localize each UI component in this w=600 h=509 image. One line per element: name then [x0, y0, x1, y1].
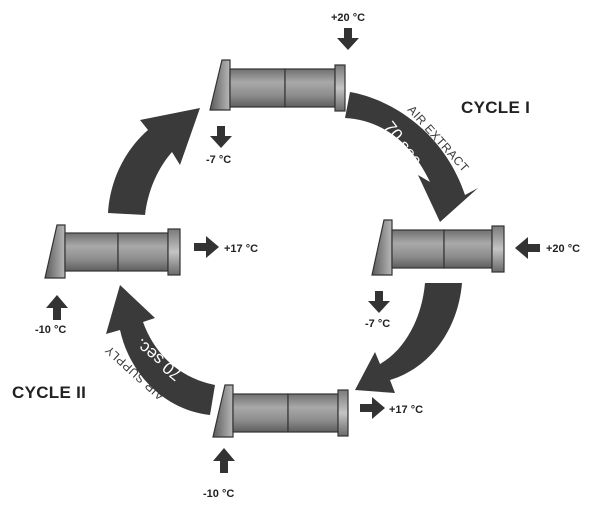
unit-left — [44, 224, 181, 279]
arrow-right-icon — [194, 236, 219, 258]
left-inside-temp: +17 °C — [224, 243, 258, 255]
bottom-inside-temp: +17 °C — [389, 404, 423, 416]
arrow-left-to-top — [108, 108, 200, 215]
unit-right — [371, 219, 505, 276]
arrow-right-to-bottom — [355, 283, 462, 393]
arrow-left-icon — [515, 237, 540, 259]
arrow-up-icon — [213, 448, 235, 473]
cycle1-title: CYCLE I — [461, 98, 530, 117]
unit-top — [209, 59, 346, 112]
arrow-down-icon — [337, 28, 359, 50]
arrow-up-icon — [46, 295, 68, 320]
arrow-right-icon — [360, 397, 385, 419]
top-inside-temp: +20 °C — [331, 12, 365, 24]
arrow-down-icon — [368, 291, 390, 313]
right-inside-temp: +20 °C — [546, 243, 580, 255]
top-outside-temp: -7 °C — [206, 154, 231, 166]
unit-bottom — [212, 384, 349, 438]
arrow-air-supply — [106, 285, 215, 415]
arrow-air-extract — [345, 92, 478, 222]
arrow-down-icon — [210, 126, 232, 148]
right-outside-temp: -7 °C — [365, 318, 390, 330]
left-outside-temp: -10 °C — [35, 324, 66, 336]
bottom-outside-temp: -10 °C — [203, 488, 234, 500]
cycle-arrows — [106, 92, 478, 415]
cycle2-title: CYCLE II — [12, 383, 86, 402]
